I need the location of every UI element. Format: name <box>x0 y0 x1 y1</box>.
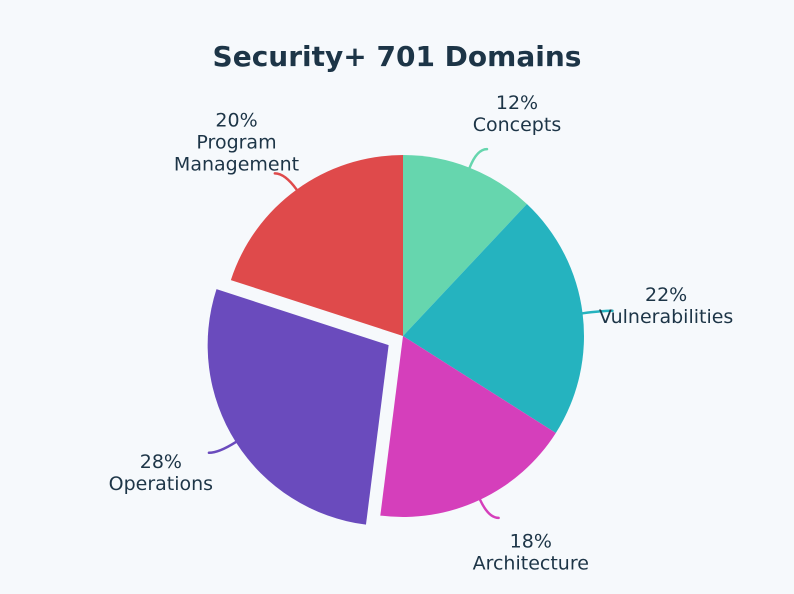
slice-program-management <box>230 155 403 336</box>
label-percent: 22% <box>645 284 687 306</box>
label-percent: 18% <box>510 530 552 552</box>
leader-operations <box>207 440 238 455</box>
label-vulnerabilities: 22%Vulnerabilities <box>599 284 733 328</box>
label-percent: 20% <box>215 110 257 132</box>
leader-architecture <box>478 498 500 520</box>
leader-program-management <box>273 172 298 191</box>
label-name: Operations <box>109 473 213 495</box>
label-percent: 28% <box>140 451 182 473</box>
leader-vulnerabilities <box>581 309 614 315</box>
label-name: Program <box>196 132 276 154</box>
leader-lines <box>207 147 614 520</box>
label-operations: 28%Operations <box>109 451 213 495</box>
slice-operations <box>207 289 389 525</box>
slice-concepts <box>403 155 527 336</box>
slice-architecture <box>380 336 556 517</box>
slice-labels: 12%Concepts 22%Vulnerabilities 18%Architec… <box>109 92 734 574</box>
label-name: Architecture <box>473 552 589 574</box>
label-architecture: 18%Architecture <box>473 530 589 574</box>
label-concepts: 12%Concepts <box>473 92 561 136</box>
label-name: Vulnerabilities <box>599 306 733 328</box>
slice-vulnerabilities <box>403 204 584 433</box>
leader-concepts <box>468 147 489 169</box>
pie-slices <box>207 155 584 525</box>
label-name: Management <box>174 154 299 176</box>
label-name: Concepts <box>473 114 561 136</box>
chart-title: Security+ 701 Domains <box>213 40 582 73</box>
label-percent: 12% <box>496 92 538 114</box>
